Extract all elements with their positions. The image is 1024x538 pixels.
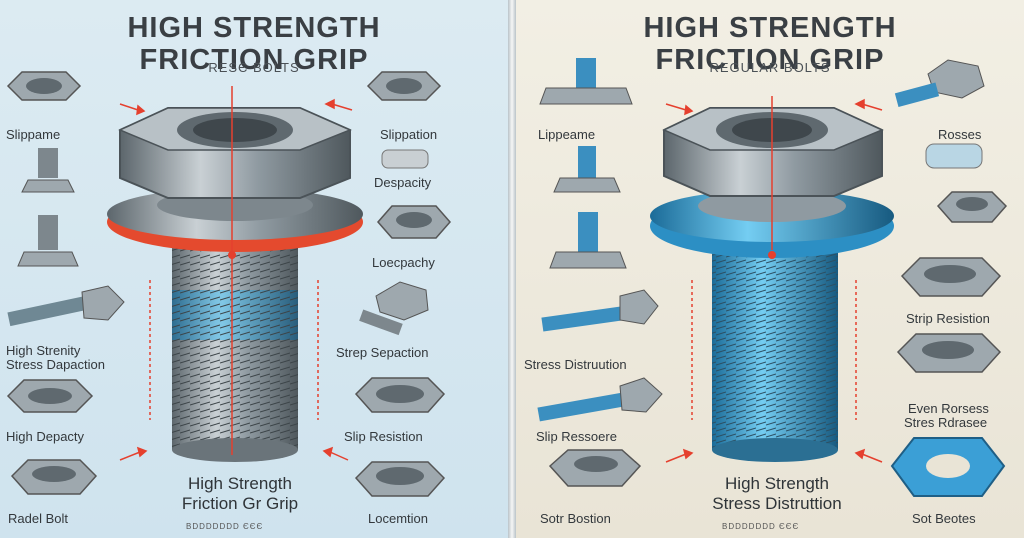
- label-sotr-bostion: Sotr Bostion: [540, 511, 611, 526]
- label-slippame: Slippame: [6, 127, 61, 142]
- label-stres-rdrasee: Stres Rdrasee: [904, 415, 988, 430]
- label-high-strenity: High Strenity: [6, 343, 81, 358]
- arrow-icon: [665, 98, 883, 463]
- hex-bolt-icon: [894, 59, 985, 107]
- hex-nut-icon: [10, 459, 98, 495]
- left-title-line1: HIGH STRENGTH: [127, 12, 381, 44]
- hex-nut-icon: [354, 461, 446, 497]
- hex-nut-icon: [6, 71, 82, 101]
- right-caption-line2: Stress Distruttion: [712, 494, 842, 513]
- hex-bolt-icon: [537, 377, 663, 422]
- hex-bolt-icon: [17, 215, 79, 267]
- washer-icon: [925, 143, 983, 169]
- hex-nut-icon: [900, 257, 1002, 297]
- hex-nut-icon: [936, 191, 1008, 223]
- right-title-line1: HIGH STRENGTH: [643, 12, 897, 44]
- label-loecpachy: Loecpachy: [372, 255, 435, 270]
- label-slip-resistion: Slip Resistion: [344, 429, 423, 444]
- label-slip-ressoere: Slip Ressoere: [536, 429, 617, 444]
- panel-divider: [508, 0, 516, 538]
- hex-bolt-icon: [359, 281, 429, 336]
- label-slippation: Slippation: [380, 127, 438, 142]
- left-panel: HIGH STRENGTH FRICTION GRIP RESЄ BOLTS S…: [0, 0, 508, 538]
- left-caption-line1: High Strength: [188, 474, 292, 493]
- left-subtitle: RESЄ BOLTS: [208, 60, 300, 75]
- hex-nut-icon: [6, 379, 94, 413]
- hex-nut-icon: [366, 71, 442, 101]
- label-sot-beotes: Sot Beotes: [912, 511, 976, 526]
- hex-bolt-icon: [539, 58, 633, 105]
- label-locemtion: Locemtion: [368, 511, 428, 526]
- hex-nut-icon: [890, 437, 1006, 497]
- washer-icon: [381, 149, 429, 169]
- right-panel: HIGH STRENGTH FRICTION GRIP REGULAR BOLT…: [516, 0, 1024, 538]
- label-rosses: Rosses: [938, 127, 982, 142]
- hex-bolt-icon: [549, 212, 627, 269]
- label-stress-dapaction: Stress Dapaction: [6, 357, 105, 372]
- right-illustration: [537, 58, 1008, 497]
- right-caption-line1: High Strength: [725, 474, 829, 493]
- hex-bolt-icon: [553, 146, 621, 193]
- hex-bolt-icon: [21, 148, 75, 193]
- arrow-icon: [119, 98, 353, 461]
- label-high-depacty: High Depacty: [6, 429, 85, 444]
- label-stress-distruution: Stress Distruution: [524, 357, 627, 372]
- left-caption-line2: Friction Gr Grip: [181, 494, 299, 513]
- label-lippeame: Lippeame: [538, 127, 596, 142]
- left-illustration: [6, 71, 451, 497]
- hex-nut-icon: [354, 377, 446, 413]
- label-strep-sepaction: Strep Sepaction: [336, 345, 429, 360]
- label-strip-resistion: Strip Resistion: [906, 311, 990, 326]
- hex-bolt-icon: [541, 289, 659, 332]
- right-title-line2: FRICTION GRIP: [655, 44, 885, 76]
- hex-nut-icon: [548, 449, 642, 487]
- label-radel-bolt: Radel Bolt: [8, 511, 68, 526]
- hex-nut-icon: [896, 333, 1002, 373]
- hex-bolt-icon: [7, 285, 125, 327]
- central-bolt-icon: [107, 86, 363, 462]
- left-title-line2: FRICTION GRIP: [139, 44, 369, 76]
- hex-nut-icon: [377, 205, 451, 239]
- left-footer: BDDDDDDD ЄЄЄ: [186, 522, 264, 531]
- right-subtitle: REGULAR BOLTS: [709, 60, 831, 75]
- label-despacity: Despacity: [374, 175, 432, 190]
- right-footer: BDDDDDDD ЄЄЄ: [722, 522, 800, 531]
- label-even-rorsess: Even Rorsess: [908, 401, 989, 416]
- central-bolt-icon: [650, 96, 894, 462]
